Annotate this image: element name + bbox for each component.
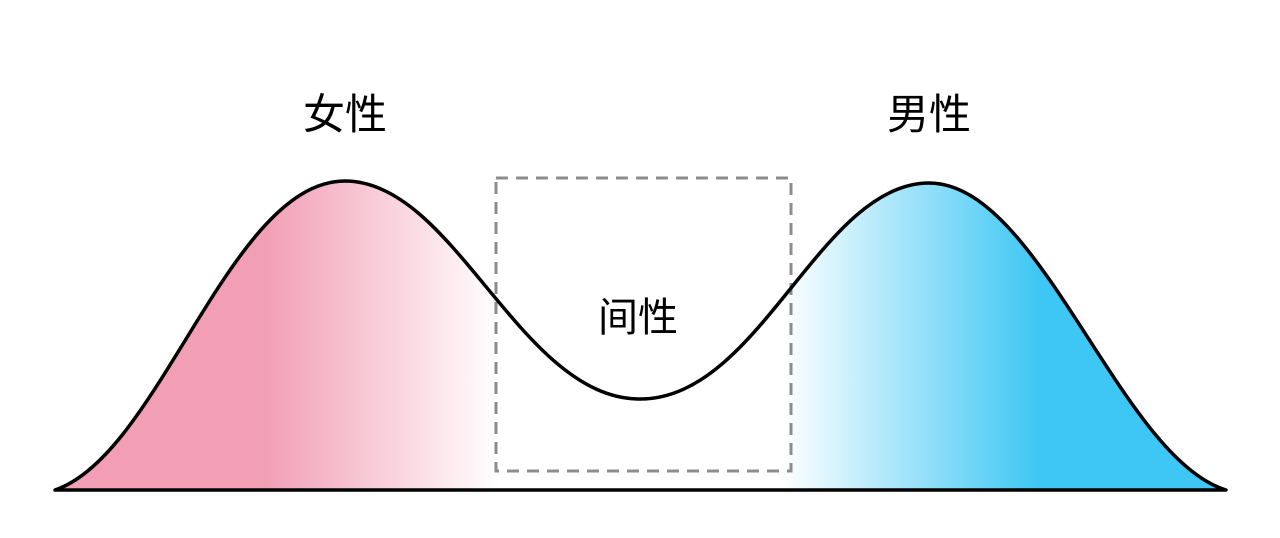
male-label: 男性 (887, 90, 971, 139)
distribution-fill (55, 181, 1226, 490)
female-label: 女性 (303, 90, 387, 139)
distribution-curve (53, 179, 1228, 492)
intersex-dashed-box (494, 176, 793, 473)
intersex-label: 间性 (598, 295, 678, 341)
